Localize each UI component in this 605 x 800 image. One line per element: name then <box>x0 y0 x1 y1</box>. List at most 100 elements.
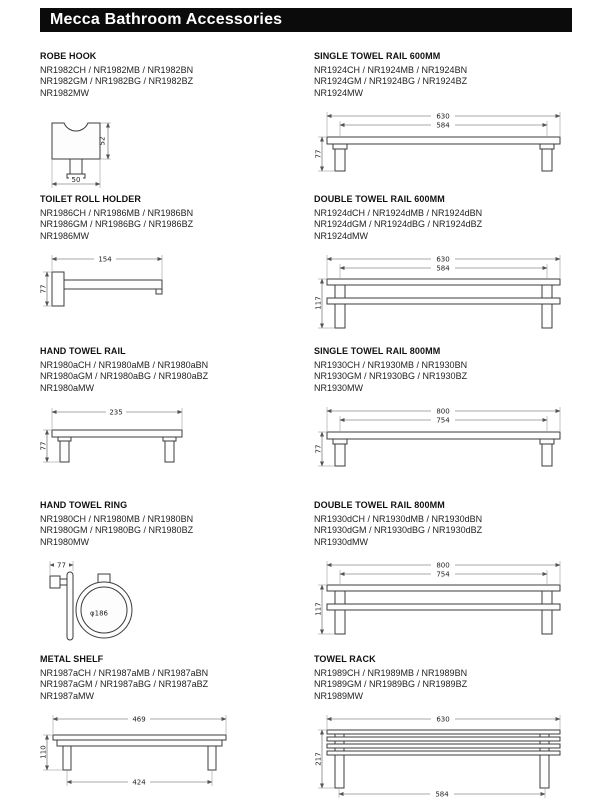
page-title: Mecca Bathroom Accessories <box>50 11 283 28</box>
product-grid: ROBE HOOK NR1982CH / NR1982MB / NR1982BN… <box>40 45 572 798</box>
towel-rack-diagram: 630 217 584 <box>315 714 561 798</box>
code-line: NR1930MW <box>314 382 364 393</box>
single-towel-rail-600-diagram: 630 584 77 <box>315 111 561 172</box>
dim-inner-label: 584 <box>436 121 450 129</box>
code-line: NR1930CH / NR1930MB / NR1930BN <box>314 360 468 370</box>
dimension-lines: 77 φ186 <box>49 560 111 617</box>
code-line: NR1980GM / NR1980BG / NR1980BZ <box>40 525 194 536</box>
double-towel-rail-600-diagram: 630 584 117 <box>315 254 561 329</box>
page-header: Mecca Bathroom Accessories <box>40 8 572 32</box>
code-line: NR1986MW <box>40 230 90 241</box>
dim-height-label: 52 <box>99 136 107 145</box>
code-line: NR1982GM / NR1982BG / NR1982BZ <box>40 76 194 87</box>
product-codes: NR1930dCH / NR1930dMB / NR1930dBN NR1930… <box>314 514 572 548</box>
part-shape <box>51 429 183 463</box>
product-card-hand-towel-rail: HAND TOWEL RAIL NR1980aCH / NR1980aMB / … <box>40 340 314 494</box>
product-title: HAND TOWEL RING <box>40 500 128 510</box>
dimension-lines: 630 584 77 <box>315 111 561 172</box>
technical-drawing-hand-towel-ring: 77 φ186 <box>40 558 314 652</box>
product-card-towel-rack: TOWEL RACK NR1989CH / NR1989MB / NR1989B… <box>314 648 572 798</box>
part-shape <box>326 584 561 635</box>
code-line: NR1980aCH / NR1980aMB / NR1980aBN <box>40 360 209 370</box>
technical-drawing-double-towel-rail-600: 630 584 117 <box>314 252 572 340</box>
dim-inner-label: 584 <box>436 264 450 272</box>
product-title: HAND TOWEL RAIL <box>40 346 126 356</box>
product-card-robe-hook: ROBE HOOK NR1982CH / NR1982MB / NR1982BN… <box>40 45 314 188</box>
code-line: NR1924CH / NR1924MB / NR1924BN <box>314 65 468 75</box>
dim-width-label: 77 <box>57 561 66 569</box>
product-title: DOUBLE TOWEL RAIL 800MM <box>314 500 445 510</box>
code-line: NR1989GM / NR1989BG / NR1989BZ <box>314 679 468 690</box>
code-line: NR1982CH / NR1982MB / NR1982BN <box>40 65 194 75</box>
dimension-lines: 235 77 <box>40 407 183 463</box>
product-title: TOILET ROLL HOLDER <box>40 194 141 204</box>
dim-inner-label: 754 <box>436 570 450 578</box>
part-shape <box>52 734 227 771</box>
technical-drawing-robe-hook: 52 50 <box>40 109 314 191</box>
code-line: NR1987aGM / NR1987aBG / NR1987aBZ <box>40 679 209 690</box>
code-line: NR1989MW <box>314 690 364 701</box>
product-card-double-towel-rail-600: DOUBLE TOWEL RAIL 600MM NR1924dCH / NR19… <box>314 188 572 340</box>
product-codes: NR1924CH / NR1924MB / NR1924BN NR1924GM … <box>314 65 572 99</box>
code-line: NR1989CH / NR1989MB / NR1989BN <box>314 668 468 678</box>
dim-outer-label: 630 <box>436 255 449 263</box>
dimension-lines: 800 754 77 <box>315 406 561 467</box>
dim-width-label: 50 <box>72 176 81 184</box>
code-line: NR1930dGM / NR1930dBG / NR1930dBZ <box>314 525 483 536</box>
code-line: NR1980CH / NR1980MB / NR1980BN <box>40 514 194 524</box>
product-title: ROBE HOOK <box>40 51 97 61</box>
dimension-lines: 800 754 117 <box>315 560 561 635</box>
dim-inner-label: 584 <box>435 790 449 798</box>
code-line: NR1924dCH / NR1924dMB / NR1924dBN <box>314 208 483 218</box>
code-line: NR1982MW <box>40 87 90 98</box>
code-line: NR1924GM / NR1924BG / NR1924BZ <box>314 76 468 87</box>
product-card-metal-shelf: METAL SHELF NR1987aCH / NR1987aMB / NR19… <box>40 648 314 798</box>
code-line: NR1930GM / NR1930BG / NR1930BZ <box>314 371 468 382</box>
code-line: NR1986CH / NR1986MB / NR1986BN <box>40 208 194 218</box>
part-shape <box>51 122 101 179</box>
dimension-lines: 630 217 584 <box>315 714 561 798</box>
dimension-lines: 469 110 424 <box>40 714 227 786</box>
product-codes: NR1989CH / NR1989MB / NR1989BN NR1989GM … <box>314 668 572 702</box>
product-title: SINGLE TOWEL RAIL 800MM <box>314 346 441 356</box>
product-title: SINGLE TOWEL RAIL 600MM <box>314 51 441 61</box>
technical-drawing-metal-shelf: 469 110 424 <box>40 712 314 792</box>
technical-drawing-single-towel-rail-800: 800 754 77 <box>314 404 572 480</box>
code-line: NR1930dMW <box>314 536 369 547</box>
dim-height-label: 117 <box>315 602 323 615</box>
part-shape <box>326 136 561 172</box>
code-line: NR1980aMW <box>40 382 95 393</box>
part-shape <box>49 571 133 641</box>
code-line: NR1924dMW <box>314 230 369 241</box>
code-line: NR1980aGM / NR1980aBG / NR1980aBZ <box>40 371 209 382</box>
dim-height-label: 77 <box>40 284 48 293</box>
part-shape <box>326 729 561 789</box>
dim-outer-label: 630 <box>436 112 449 120</box>
dim-width-label: 235 <box>109 408 122 416</box>
technical-drawing-double-towel-rail-800: 800 754 117 <box>314 558 572 646</box>
toilet-roll-holder-diagram: 154 77 <box>40 254 163 307</box>
dim-inner-label: 754 <box>436 416 450 424</box>
product-codes: NR1924dCH / NR1924dMB / NR1924dBN NR1924… <box>314 208 572 242</box>
dim-width-label: 154 <box>98 255 112 263</box>
product-codes: NR1930CH / NR1930MB / NR1930BN NR1930GM … <box>314 360 572 394</box>
dim-diameter-label: φ186 <box>90 609 109 617</box>
hand-towel-rail-diagram: 235 77 <box>40 407 183 463</box>
code-line: NR1987aCH / NR1987aMB / NR1987aBN <box>40 668 209 678</box>
product-codes: NR1986CH / NR1986MB / NR1986BN NR1986GM … <box>40 208 314 242</box>
technical-drawing-hand-towel-rail: 235 77 <box>40 404 314 472</box>
product-title: METAL SHELF <box>40 654 104 664</box>
dim-outer-label: 800 <box>436 407 449 415</box>
code-line: NR1987aMW <box>40 690 95 701</box>
dimension-lines: 52 50 <box>51 122 111 188</box>
metal-shelf-diagram: 469 110 424 <box>40 714 227 786</box>
product-card-toilet-roll-holder: TOILET ROLL HOLDER NR1986CH / NR1986MB /… <box>40 188 314 340</box>
dim-height-label: 110 <box>40 745 48 758</box>
technical-drawing-toilet-roll-holder: 154 77 <box>40 252 314 318</box>
code-line: NR1924MW <box>314 87 364 98</box>
code-line: NR1930dCH / NR1930dMB / NR1930dBN <box>314 514 483 524</box>
product-card-single-towel-rail-600: SINGLE TOWEL RAIL 600MM NR1924CH / NR192… <box>314 45 572 188</box>
product-codes: NR1987aCH / NR1987aMB / NR1987aBN NR1987… <box>40 668 314 702</box>
part-shape <box>326 278 561 329</box>
dim-height-label: 77 <box>315 149 323 158</box>
